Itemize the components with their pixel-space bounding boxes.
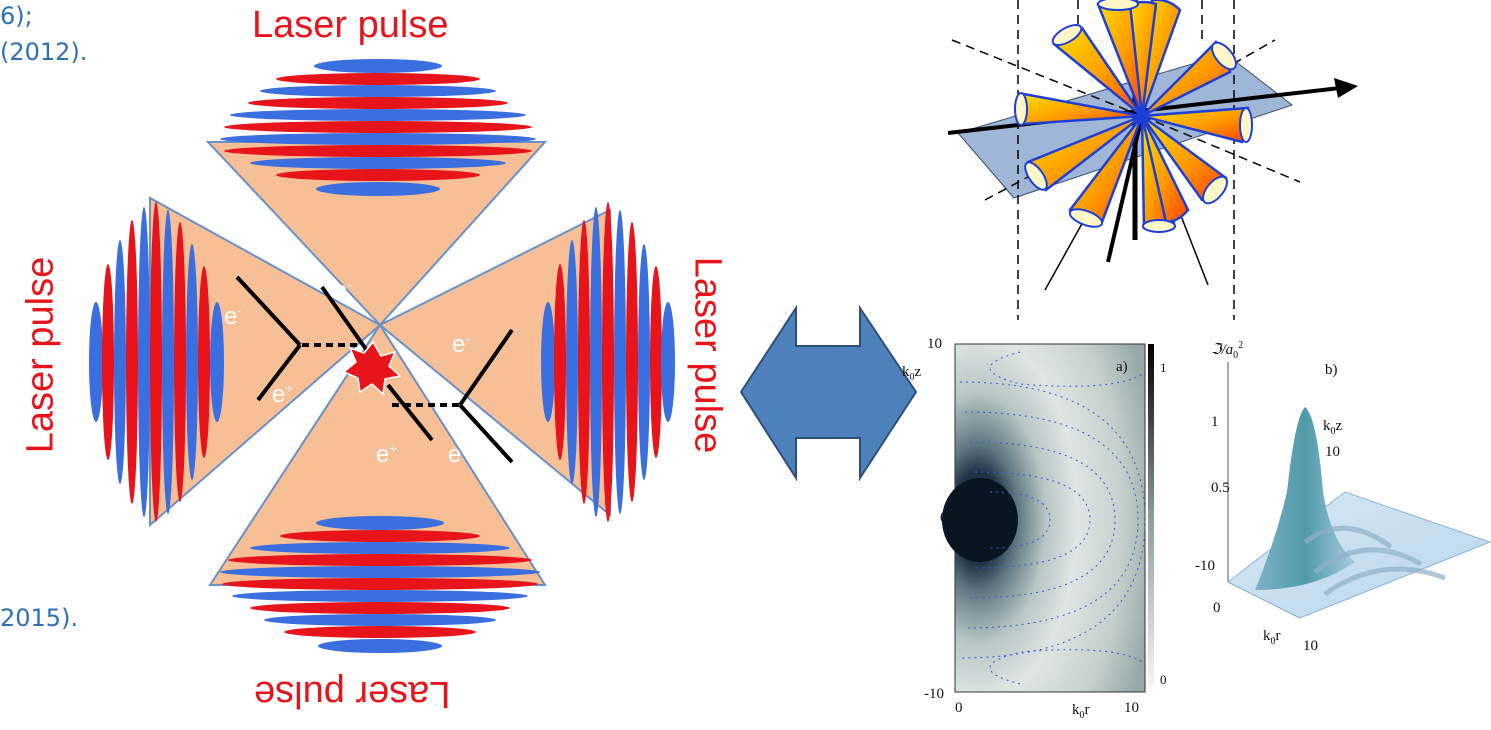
plot-b-axis-z-tick-10: 10 — [1325, 444, 1340, 460]
positron-label-bottom-1: e+ — [376, 440, 398, 468]
reference-line-3: 2015). — [0, 604, 79, 632]
plot-a-ytick-0: 0 — [940, 510, 948, 526]
plot-b-axis-r-tick-10: 10 — [1303, 638, 1318, 654]
plot-a-colorbar-tick-1: 1 — [1160, 360, 1167, 375]
electron-label-right: e- — [452, 330, 471, 358]
laser-label-left: Laser pulse — [19, 256, 62, 454]
laser-collision-diagram: e- e- e- e+ e+ e+ Laser pulse Laser puls… — [0, 0, 729, 725]
left-pair-vertex — [235, 275, 362, 402]
bottom-laser-pulse — [220, 516, 540, 653]
plot-a-ytick-neg10: -10 — [924, 686, 944, 702]
electron-label-left: e- — [224, 302, 243, 330]
plot-a: 10 0 -10 0 10 k0z k0r a) 1 0 — [900, 332, 1190, 725]
left-cone — [149, 196, 382, 528]
plot-b-panel-label: b) — [1325, 362, 1338, 378]
laser-collision-svg — [89, 59, 675, 653]
equivalence-arrow — [738, 300, 920, 490]
plot-a-svg — [942, 343, 1154, 693]
plot-a-ylabel: k0z — [902, 364, 922, 383]
double-arrow-icon — [739, 304, 918, 482]
plot-a-ytick-10: 10 — [927, 336, 942, 352]
laser-label-bottom: Laser pulse — [254, 673, 451, 715]
cone-array-illustration — [930, 0, 1370, 320]
plot-b-axis-z-label: k0z — [1323, 418, 1343, 437]
plot-b-zlabel: ℑ/a02 — [1211, 340, 1244, 361]
plot-a-colorbar-tick-0: 0 — [1160, 672, 1167, 687]
laser-label-right: Laser pulse — [686, 256, 729, 454]
plot-a-xtick-10: 10 — [1124, 700, 1139, 716]
plot-b-axis-r-label: k0r — [1263, 628, 1281, 647]
collision-star-icon — [342, 340, 402, 396]
cone-array-svg — [947, 0, 1358, 320]
left-laser-pulse — [89, 202, 224, 522]
laser-label-top: Laser pulse — [252, 4, 449, 46]
plot-a-xlabel: k0r — [1072, 702, 1090, 721]
plot-b-ztick-05: 0.5 — [1211, 480, 1230, 496]
reference-line-2: (2012). — [0, 38, 88, 66]
plot-b-axis-r-tick-0: 0 — [1213, 600, 1221, 616]
plot-b-axis-z-tick-neg10: -10 — [1195, 558, 1215, 574]
plot-b: ℑ/a02 b) 1 0.5 k0z 10 -10 0 k0r 10 — [1195, 332, 1491, 662]
plot-a-xtick-0: 0 — [955, 700, 963, 716]
electron-label-upper: e- — [334, 276, 353, 304]
center-electron-line — [320, 285, 370, 354]
plot-b-svg — [1227, 362, 1491, 619]
right-laser-pulse — [541, 202, 675, 522]
reference-line-1: 6); — [0, 2, 33, 30]
plot-a-panel-label: a) — [1116, 359, 1128, 375]
positron-label-bottom-2: e+ — [448, 440, 470, 468]
plot-b-ztick-1: 1 — [1211, 414, 1219, 430]
right-pair-vertex — [386, 328, 514, 464]
positron-label-left: e+ — [272, 380, 294, 408]
top-laser-pulse — [220, 59, 536, 196]
